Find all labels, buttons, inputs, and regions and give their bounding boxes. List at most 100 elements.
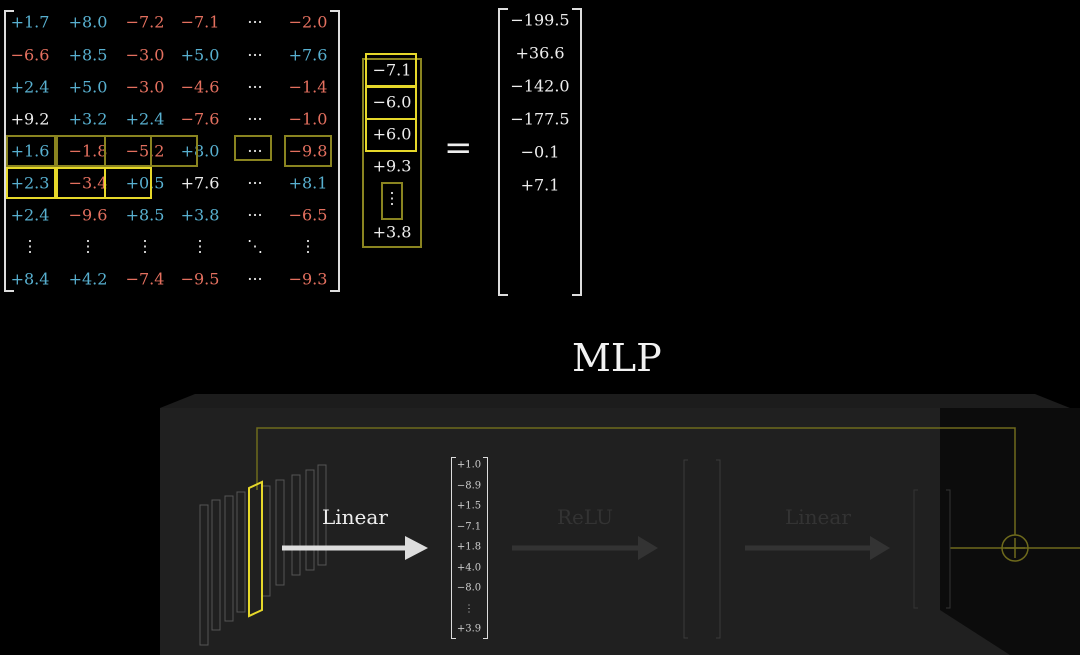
matrix-cell: −5.2	[125, 141, 165, 161]
matrix-cell: +5.0	[180, 45, 220, 65]
matrix-cell: −2.0	[288, 12, 328, 32]
hidden-entry: −8.9	[456, 480, 482, 491]
vector-entry: +3.8	[372, 222, 412, 242]
matrix-cell: ···	[247, 77, 263, 97]
row-highlight-box	[234, 135, 272, 161]
mlp-box-side	[940, 408, 1080, 655]
matrix-cell: +7.6	[180, 173, 220, 193]
matrix-cell: +8.0	[68, 12, 108, 32]
matrix-cell: −9.3	[288, 269, 328, 289]
matrix-cell: −9.8	[288, 141, 328, 161]
relu-label: ReLU	[557, 505, 613, 529]
matrix-cell: ⋮	[137, 236, 153, 256]
result-entry: −177.5	[510, 109, 570, 129]
vector-outline-box	[362, 58, 422, 248]
matrix-cell: −1.0	[288, 109, 328, 129]
matrix-cell: ···	[247, 109, 263, 129]
matrix-cell: ⋮	[300, 236, 316, 256]
result-right-bracket	[572, 8, 582, 296]
hidden-entry: ⋮	[464, 603, 474, 614]
matrix-cell: −7.6	[180, 109, 220, 129]
vector-entry: +6.0	[372, 124, 412, 144]
matrix-left-bracket	[4, 10, 14, 292]
equals-sign: =	[444, 128, 473, 168]
row-highlight-box	[284, 135, 332, 167]
matrix-cell: +1.6	[10, 141, 50, 161]
result-left-bracket	[498, 8, 508, 296]
matrix-cell: +3.2	[68, 109, 108, 129]
hidden-entry: +1.8	[456, 541, 482, 553]
row-highlight-box	[150, 135, 198, 167]
matrix-right-bracket	[330, 10, 340, 292]
matrix-cell: +2.4	[10, 205, 50, 225]
residual-line	[256, 427, 1016, 535]
add-circle-icon	[1001, 534, 1029, 562]
matrix-cell: −7.4	[125, 269, 165, 289]
matrix-cell: +5.0	[68, 77, 108, 97]
matrix-cell: −7.1	[180, 12, 220, 32]
matrix-cell: +9.2	[10, 109, 50, 129]
matrix-cell: ⋮	[22, 236, 38, 256]
matrix-cell: −9.5	[180, 269, 220, 289]
linear2-label: Linear	[785, 505, 851, 529]
matrix-cell: ⋮	[80, 236, 96, 256]
result-entry: +36.6	[515, 43, 565, 63]
matrix-cell: +8.4	[10, 269, 50, 289]
matrix-cell: ···	[247, 173, 263, 193]
matrix-cell: −4.6	[180, 77, 220, 97]
vector-entry: +9.3	[372, 156, 412, 176]
matrix-cell: ···	[247, 269, 263, 289]
matrix-cell: ···	[247, 45, 263, 65]
hidden-entry: +1.5	[456, 500, 482, 512]
matrix-cell: +8.5	[68, 45, 108, 65]
active-cell-box	[104, 167, 152, 199]
matrix-cell: −3.4	[68, 173, 108, 193]
matrix-cell: ···	[247, 205, 263, 225]
matrix-cell: +0.5	[125, 173, 165, 193]
selected-vector-highlight	[248, 480, 263, 618]
vector-entry: −6.0	[372, 92, 412, 112]
hidden-entry: +4.0	[456, 562, 482, 573]
matrix-cell: +8.0	[180, 141, 220, 161]
matrix-cell: −1.8	[68, 141, 108, 161]
matrix-cell: −6.6	[10, 45, 50, 65]
matrix-cell: ···	[247, 12, 263, 32]
result-entry: −199.5	[510, 10, 570, 30]
matrix-cell: −3.0	[125, 77, 165, 97]
matrix-cell: −6.5	[288, 205, 328, 225]
matrix-cell: ⋱	[247, 236, 263, 256]
mlp-box-front	[160, 408, 1080, 655]
result-entry: +7.1	[520, 175, 560, 195]
matrix-cell: −9.6	[68, 205, 108, 225]
mlp-title: MLP	[572, 336, 662, 380]
hidden-entry: −7.1	[456, 521, 482, 532]
matrix-cell: +3.8	[180, 205, 220, 225]
final-output-vector	[913, 489, 951, 609]
active-entry-box	[365, 118, 417, 152]
vector-entry: −7.1	[372, 60, 412, 80]
matrix-cell: +2.4	[125, 109, 165, 129]
matrix-cell: +2.3	[10, 173, 50, 193]
matrix-cell: +1.7	[10, 12, 50, 32]
vector-entry: ⋮	[384, 188, 400, 208]
relu-output-vector	[683, 459, 721, 639]
dots-box	[381, 182, 403, 220]
matrix-cell: −7.2	[125, 12, 165, 32]
matrix-cell: −3.0	[125, 45, 165, 65]
matrix-cell: +2.4	[10, 77, 50, 97]
hidden-entry: +1.0	[456, 459, 482, 471]
matrix-cell: −1.4	[288, 77, 328, 97]
hidden-entry: −8.0	[456, 582, 482, 594]
result-entry: −0.1	[520, 142, 560, 162]
matrix-cell: +7.6	[288, 45, 328, 65]
linear-label: Linear	[322, 505, 388, 529]
active-cell-box	[6, 167, 56, 199]
matrix-cell: ⋮	[192, 236, 208, 256]
matrix-cell: ···	[247, 141, 263, 161]
hidden-entry: +3.9	[456, 623, 482, 635]
input-vectors-stack	[199, 464, 327, 646]
matrix-cell: +4.2	[68, 269, 108, 289]
matrix-cell: +8.5	[125, 205, 165, 225]
matrix-cell: +8.1	[288, 173, 328, 193]
